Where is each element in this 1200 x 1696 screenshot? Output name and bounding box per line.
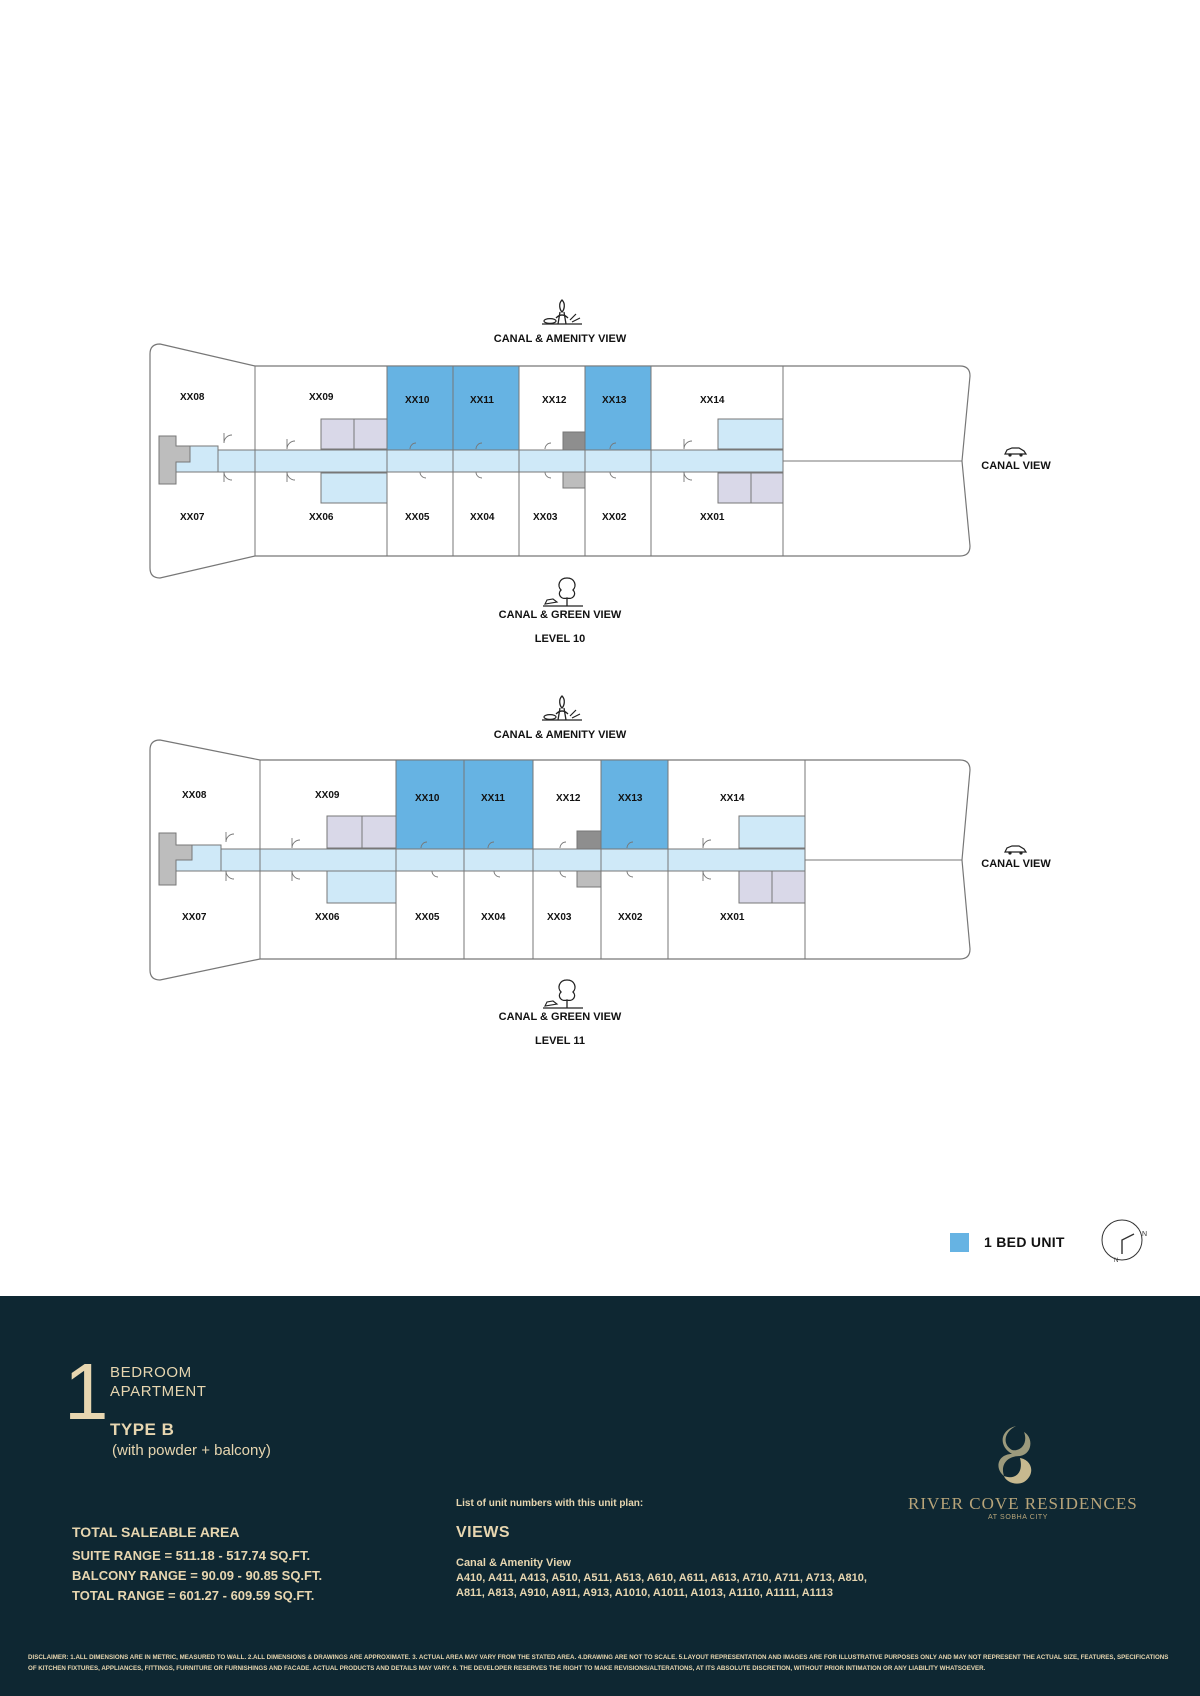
brand-subtitle: AT SOBHA CITY	[988, 1514, 1049, 1521]
footer-panel: 1 BEDROOM APARTMENT TYPE B (with powder …	[0, 1296, 1200, 1696]
unit-label-bottom: XX07	[180, 512, 205, 523]
car-icon	[1002, 444, 1028, 462]
north-arrow-icon: N N	[1098, 1216, 1148, 1269]
brand-name: RIVER COVE RESIDENCES	[908, 1494, 1138, 1513]
disclaimer: DISCLAIMER: 1.ALL DIMENSIONS ARE IN METR…	[28, 1654, 1169, 1672]
unit-label-top: XX12	[556, 793, 581, 804]
unit-label-bottom: XX02	[618, 912, 643, 923]
unit-label-bottom: XX02	[602, 512, 627, 523]
level-label: LEVEL 11	[535, 1035, 585, 1047]
balcony-range: BALCONY RANGE = 90.09 - 90.85 SQ.FT.	[72, 1568, 323, 1583]
bedroom-count: 1	[64, 1347, 109, 1436]
unit-label-top: XX11	[470, 395, 494, 406]
unit-label-bottom: XX01	[700, 512, 725, 523]
tree-amenity-icon	[536, 692, 588, 729]
unit-label-top: XX08	[182, 790, 207, 801]
saleable-area-title: TOTAL SALEABLE AREA	[72, 1524, 240, 1540]
unit-label-top: XX14	[700, 395, 725, 406]
floor-plan-level-10	[149, 343, 971, 579]
east-view-label: CANAL VIEW	[981, 858, 1051, 870]
legend-label: 1 BED UNIT	[984, 1234, 1065, 1250]
east-view-label: CANAL VIEW	[981, 460, 1051, 472]
view-name: Canal & Amenity View	[456, 1557, 571, 1569]
unit-type-subtitle: (with powder + balcony)	[112, 1442, 271, 1459]
unit-label-bottom: XX05	[415, 912, 440, 923]
unit-label-top: XX10	[415, 793, 440, 804]
unit-label-top: XX12	[542, 395, 567, 406]
unit-label-top: XX11	[481, 793, 505, 804]
brand-logo-icon	[990, 1424, 1038, 1491]
unit-label-top: XX10	[405, 395, 430, 406]
legend-swatch	[950, 1233, 969, 1252]
views-heading: VIEWS	[456, 1524, 511, 1541]
apartment-label: APARTMENT	[110, 1383, 207, 1400]
unit-label-bottom: XX03	[533, 512, 558, 523]
south-view-label: CANAL & GREEN VIEW	[498, 609, 622, 621]
tree-icon	[539, 574, 585, 613]
unit-label-bottom: XX04	[470, 512, 495, 523]
svg-text:N: N	[1114, 1258, 1118, 1264]
floor-plan-level-11	[149, 739, 971, 981]
unit-list-line: A410, A411, A413, A510, A511, A513, A610…	[456, 1572, 867, 1584]
suite-range: SUITE RANGE = 511.18 - 517.74 SQ.FT.	[72, 1548, 311, 1563]
units-intro: List of unit numbers with this unit plan…	[456, 1498, 644, 1509]
unit-label-bottom: XX05	[405, 512, 430, 523]
unit-label-bottom: XX07	[182, 912, 207, 923]
unit-label-top: XX08	[180, 392, 205, 403]
unit-label-top: XX14	[720, 793, 745, 804]
tree-amenity-icon	[536, 296, 588, 333]
unit-label-top: XX13	[618, 793, 643, 804]
tree-icon	[539, 976, 585, 1015]
bedroom-label: BEDROOM	[110, 1364, 192, 1381]
unit-list-line: A811, A813, A910, A911, A913, A1010, A10…	[456, 1587, 833, 1599]
north-view-label: CANAL & AMENITY VIEW	[493, 729, 627, 741]
south-view-label: CANAL & GREEN VIEW	[498, 1011, 622, 1023]
total-range: TOTAL RANGE = 601.27 - 609.59 SQ.FT.	[72, 1588, 315, 1603]
unit-label-bottom: XX01	[720, 912, 745, 923]
unit-label-top: XX13	[602, 395, 627, 406]
unit-label-top: XX09	[315, 790, 340, 801]
svg-text:N: N	[1142, 1231, 1147, 1238]
unit-label-bottom: XX06	[315, 912, 340, 923]
unit-label-bottom: XX06	[309, 512, 334, 523]
unit-label-top: XX09	[309, 392, 334, 403]
unit-label-bottom: XX04	[481, 912, 506, 923]
car-icon	[1002, 842, 1028, 860]
north-view-label: CANAL & AMENITY VIEW	[493, 333, 627, 345]
level-label: LEVEL 10	[534, 633, 586, 645]
unit-type-title: TYPE B	[110, 1420, 175, 1439]
unit-label-bottom: XX03	[547, 912, 572, 923]
